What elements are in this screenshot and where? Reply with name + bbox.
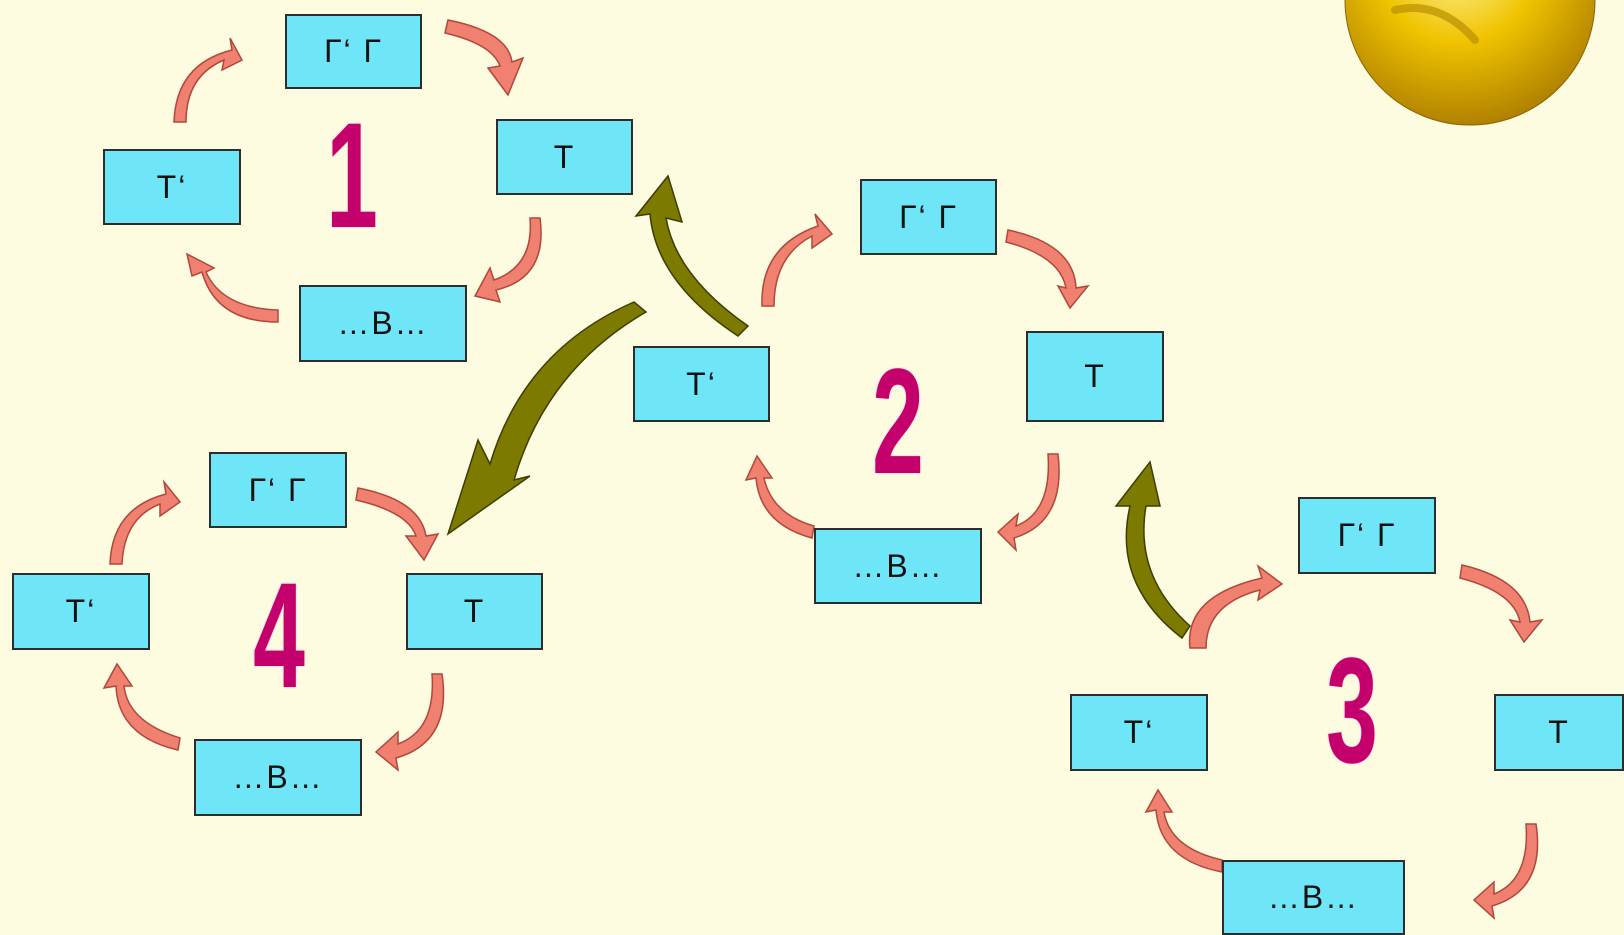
arrow-c2-top-right [1005,229,1090,310]
arrow-link-2-to-4 [446,301,648,536]
arrow-c1-bottom-left [185,252,279,323]
arrow-c4-right-bottom [374,673,445,772]
cycle-4-arrows [102,479,445,772]
cycle-3-bottom-box: …В… [1222,860,1405,935]
cycle-1-bottom-box: …В… [299,285,467,362]
cycle-4-right-box: Т [406,573,543,650]
cycle-3-top-box: Г‘ Г [1298,497,1436,574]
arrow-link-3-to-2 [1114,460,1191,640]
cycle-2-left-box: Т‘ [633,346,770,422]
cycle-4-top-box: Г‘ Г [209,452,347,528]
arrow-link-2-to-1 [634,174,750,337]
cycle-1-number: 1 [326,91,378,259]
cycle-1-top-box: Г‘ Г [285,14,422,89]
arrow-c2-left-top [761,213,834,307]
arrow-c4-top-right [355,487,440,562]
cycle-3-number: 3 [1326,626,1378,794]
cycle-2-top-box: Г‘ Г [860,179,997,255]
arrow-c4-left-top [109,479,182,565]
cycle-3-left-box: Т‘ [1070,694,1208,771]
cycle-2-right-box: Т [1026,331,1164,422]
arrow-c1-top-right [444,19,525,97]
cycle-1-left-box: Т‘ [103,149,241,225]
gold-ball-icon [1344,0,1596,126]
link-arrows [446,174,1191,640]
arrow-c1-right-bottom [473,217,542,304]
arrow-c3-left-top [1188,563,1284,649]
arrow-c2-bottom-left [744,454,815,539]
arrow-c3-bottom-left [1144,788,1223,873]
cycle-1-right-box: Т [496,119,633,195]
cycle-1-arrows [173,19,542,323]
arrow-c1-left-top [173,37,244,123]
arrow-c3-top-right [1459,564,1544,644]
cycle-4-number: 4 [253,551,305,719]
cycle-2-number: 2 [872,337,924,505]
cycle-2-arrows [744,213,1090,553]
cycle-4-left-box: Т‘ [12,573,150,650]
cycle-2-bottom-box: …В… [814,528,982,604]
cycle-3-arrows [1144,563,1544,920]
arrow-c2-right-bottom [996,453,1060,553]
cycle-4-bottom-box: …В… [194,739,362,816]
arrow-c3-right-bottom [1472,823,1539,920]
cycle-3-right-box: Т [1494,694,1624,771]
arrow-c4-bottom-left [102,662,181,751]
